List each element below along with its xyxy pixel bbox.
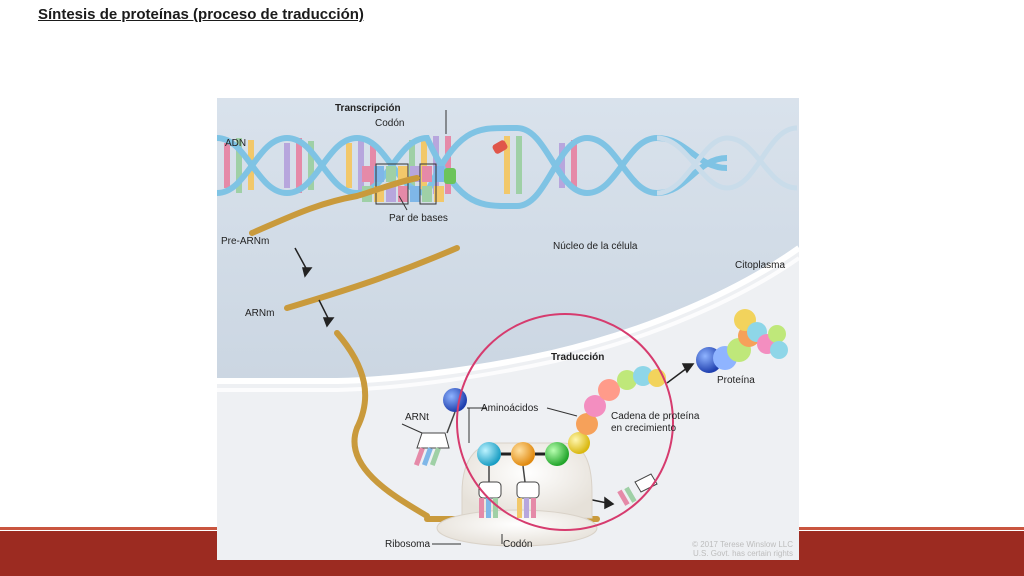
nuclear-membrane [217, 245, 799, 384]
label-amino-acids: Aminoácidos [481, 403, 538, 414]
label-transcription: Transcripción [335, 103, 401, 114]
label-cytoplasm: Citoplasma [735, 260, 785, 271]
label-trna: ARNt [405, 412, 429, 423]
label-mrna: ARNm [245, 308, 274, 319]
label-nucleus: Núcleo de la célula [553, 241, 638, 252]
label-base-pair: Par de bases [389, 213, 448, 224]
label-growing-chain-1: Cadena de proteína [611, 411, 700, 422]
credit-line-1: © 2017 Terese Winslow LLC [692, 540, 793, 549]
translation-highlight-circle [456, 313, 674, 531]
dna-helix [217, 125, 798, 209]
label-codon-bottom: Codón [503, 539, 532, 550]
amino-acid-chain [443, 366, 666, 483]
diagram-svg: Transcripción Codón ADN Par de bases Pre… [217, 98, 799, 560]
label-codon-top: Codón [375, 118, 404, 129]
protein-chain [696, 309, 788, 373]
label-dna: ADN [225, 138, 246, 149]
credit-line-2: U.S. Govt. has certain rights [692, 549, 793, 558]
slide-title: Síntesis de proteínas (proceso de traduc… [38, 6, 364, 23]
label-growing-chain-2: en crecimiento [611, 423, 676, 434]
image-credit: © 2017 Terese Winslow LLC U.S. Govt. has… [692, 540, 793, 558]
label-ribosome: Ribosoma [385, 539, 430, 550]
leader-lines [398, 110, 578, 545]
pre-mrna-strand [249, 175, 420, 236]
nuclear-membrane-outer [217, 256, 799, 392]
trna-molecules [413, 432, 658, 518]
label-translation: Traducción [551, 352, 604, 363]
label-protein: Proteína [717, 375, 755, 386]
mrna-strand [334, 330, 430, 519]
label-pre-mrna: Pre-ARNm [221, 236, 269, 247]
protein-synthesis-diagram: Transcripción Codón ADN Par de bases Pre… [217, 98, 799, 560]
mrna-exiting-strand [284, 245, 460, 311]
